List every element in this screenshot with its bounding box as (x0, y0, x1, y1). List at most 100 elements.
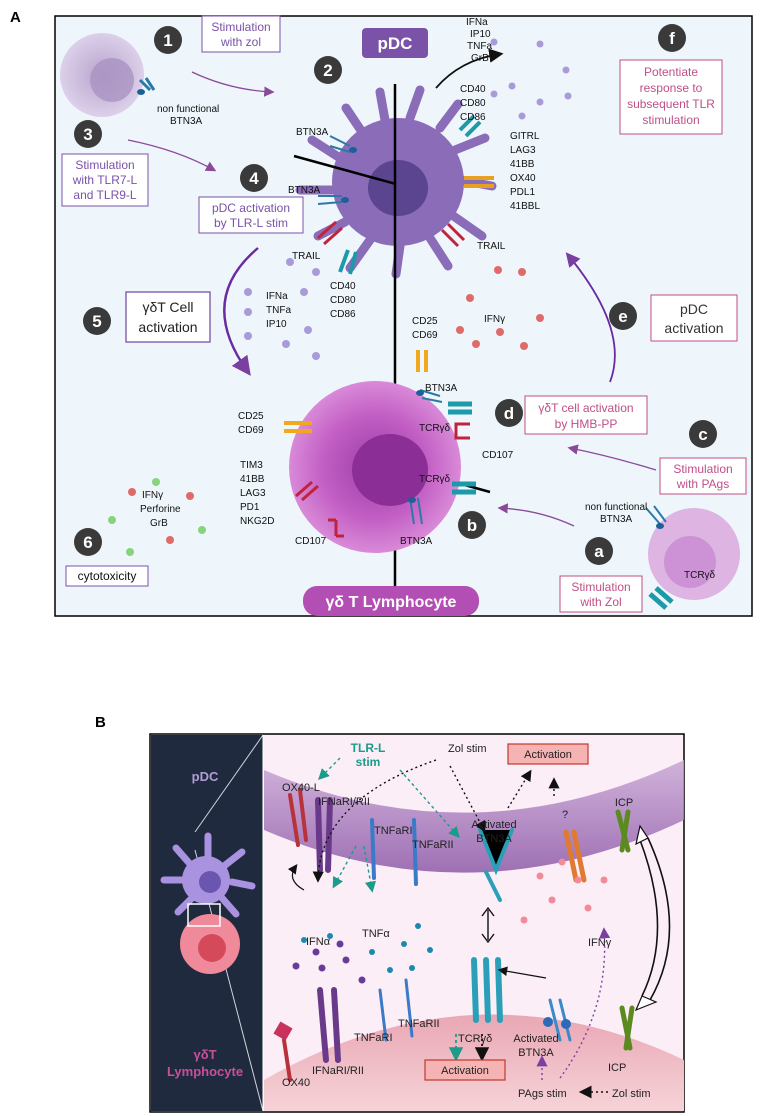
svg-text:e: e (618, 307, 627, 326)
step-c-badge: c (689, 420, 717, 448)
zoom-line-top (194, 734, 264, 833)
step-5-text-l1: γδT Cell (142, 299, 193, 315)
gd-title: γδ T Lymphocyte (326, 594, 457, 611)
label-cd25-top-0: CD25 (412, 316, 438, 327)
b-ifnari-top: IFNaRI/RII (318, 796, 370, 808)
b-dots-purple (292, 940, 366, 984)
b-tlr-l2: stim (356, 755, 381, 769)
svg-text:4: 4 (249, 169, 259, 188)
label-nonfunc-bot-0: non functional (585, 502, 647, 513)
mini-gd (180, 914, 240, 974)
label-mk-2: LAG3 (240, 488, 266, 499)
b-actbtn-bot-l1: Activated (513, 1033, 558, 1045)
label-csm-2: CD86 (330, 309, 356, 320)
label-ifng-mid: IFNγ (484, 314, 505, 325)
step-c-l2: with PAgs (676, 477, 729, 491)
label-tcr2: TCRγδ (419, 474, 451, 485)
step-c-box: Stimulation with PAgs (659, 457, 747, 495)
sidebar-pdc-label: pDC (192, 769, 219, 784)
activation-bot-box (424, 1059, 506, 1081)
label-csm-0: CD40 (330, 281, 356, 292)
svg-text:3: 3 (83, 125, 92, 144)
label-cs-1: CD80 (460, 98, 486, 109)
step-e-box: pDC activation (650, 294, 738, 342)
step-4-text-l1: pDC activation (212, 201, 290, 215)
step-3-box: Stimulation with TLR7-L and TLR9-L (61, 153, 149, 207)
b-dots-teal (301, 923, 433, 973)
svg-text:b: b (467, 516, 477, 535)
step-c-l1: Stimulation (673, 462, 732, 476)
step-f-badge: f (658, 24, 686, 52)
svg-text:6: 6 (83, 533, 92, 552)
b-tlr-l1: TLR-L (351, 741, 386, 755)
label-cd107-right: CD107 (482, 450, 514, 461)
label-lig-5: 41BBL (510, 201, 540, 212)
label-cd25-top-1: CD69 (412, 330, 438, 341)
label-lig-3: OX40 (510, 173, 536, 184)
label-cm-0: IFNa (266, 291, 288, 302)
svg-text:1: 1 (163, 31, 172, 50)
b-icp-bot: ICP (608, 1062, 626, 1074)
step-4-text-l2: by TLR-L stim (214, 216, 288, 230)
b-icp-top: ICP (615, 797, 633, 809)
activation-top-box (507, 743, 589, 765)
b-ox40: OX40 (282, 1077, 310, 1089)
step-4-box: pDC activation by TLR-L stim (198, 196, 304, 234)
arrow-a (497, 503, 575, 527)
label-ct-1: IP10 (470, 29, 491, 40)
b-tnfa: TNFα (362, 928, 390, 940)
svg-text:5: 5 (92, 312, 101, 331)
step-3-text-l1: Stimulation (75, 158, 134, 172)
arrow-c (567, 444, 657, 471)
ifng-dots (456, 266, 544, 350)
label-cm-1: TNFa (266, 305, 291, 316)
step-1-text-l2: with zol (220, 35, 261, 49)
label-cm-2: IP10 (266, 319, 287, 330)
step-d-box: γδT cell activation by HMB-PP (524, 395, 648, 435)
b-actbtn-top-l1: Activated (471, 819, 516, 831)
label-cs-0: CD40 (460, 84, 486, 95)
b-receptors (273, 788, 635, 1082)
step-1-text-l1: Stimulation (211, 20, 270, 34)
b-zol-bot: Zol stim (612, 1088, 651, 1100)
label-csm-1: CD80 (330, 295, 356, 306)
b-arrows (287, 757, 671, 1099)
svg-text:a: a (594, 542, 604, 561)
b-actbtn-top-l2: BTN3A (476, 833, 512, 845)
step-5-badge: 5 (83, 307, 111, 335)
sidebar-gd-l1: γδT (193, 1047, 216, 1062)
b-pags: PAgs stim (518, 1088, 567, 1100)
svg-text:f: f (669, 29, 675, 48)
step-a-badge: a (585, 537, 613, 565)
gd-t-cell (289, 381, 461, 553)
label-cd107-left: CD107 (295, 536, 327, 547)
b-tcr: TCRγδ (458, 1033, 492, 1045)
b-question: ? (562, 809, 568, 821)
cytokine-dots-top (490, 38, 572, 120)
mini-pdc (160, 832, 256, 918)
step-1-box: Stimulation with zol (201, 15, 281, 53)
step-6-box: cytotoxicity (65, 565, 149, 587)
step-a-box: Stimulation with Zol (559, 575, 643, 613)
b-actbtn-bot-l2: BTN3A (518, 1047, 554, 1059)
label-tcr1: TCRγδ (419, 423, 451, 434)
label-btn3a-bottom: BTN3A (400, 536, 433, 547)
label-mk-4: NKG2D (240, 516, 274, 527)
activation-bot: Activation (441, 1065, 489, 1077)
label-trail-left: TRAIL (292, 251, 321, 262)
step-2-badge: 2 (314, 56, 342, 84)
step-a-l2: with Zol (579, 595, 621, 609)
step-6-text: cytotoxicity (78, 569, 137, 583)
pdc-title-box (362, 28, 428, 58)
step-d-l1: γδT cell activation (538, 401, 633, 415)
pdc-title: pDC (378, 34, 413, 53)
label-mk-1: 41BB (240, 474, 265, 485)
label-btn3a-1: BTN3A (296, 127, 329, 138)
label-cytotox-1: Perforine (140, 504, 181, 515)
step-e-l1: pDC (680, 301, 708, 317)
step-5-box: γδT Cell activation (125, 291, 211, 343)
step-e-badge: e (609, 302, 637, 330)
step-3-text-l3: and TLR9-L (73, 188, 136, 202)
nonfunc-top-l1: non functional (157, 104, 219, 115)
